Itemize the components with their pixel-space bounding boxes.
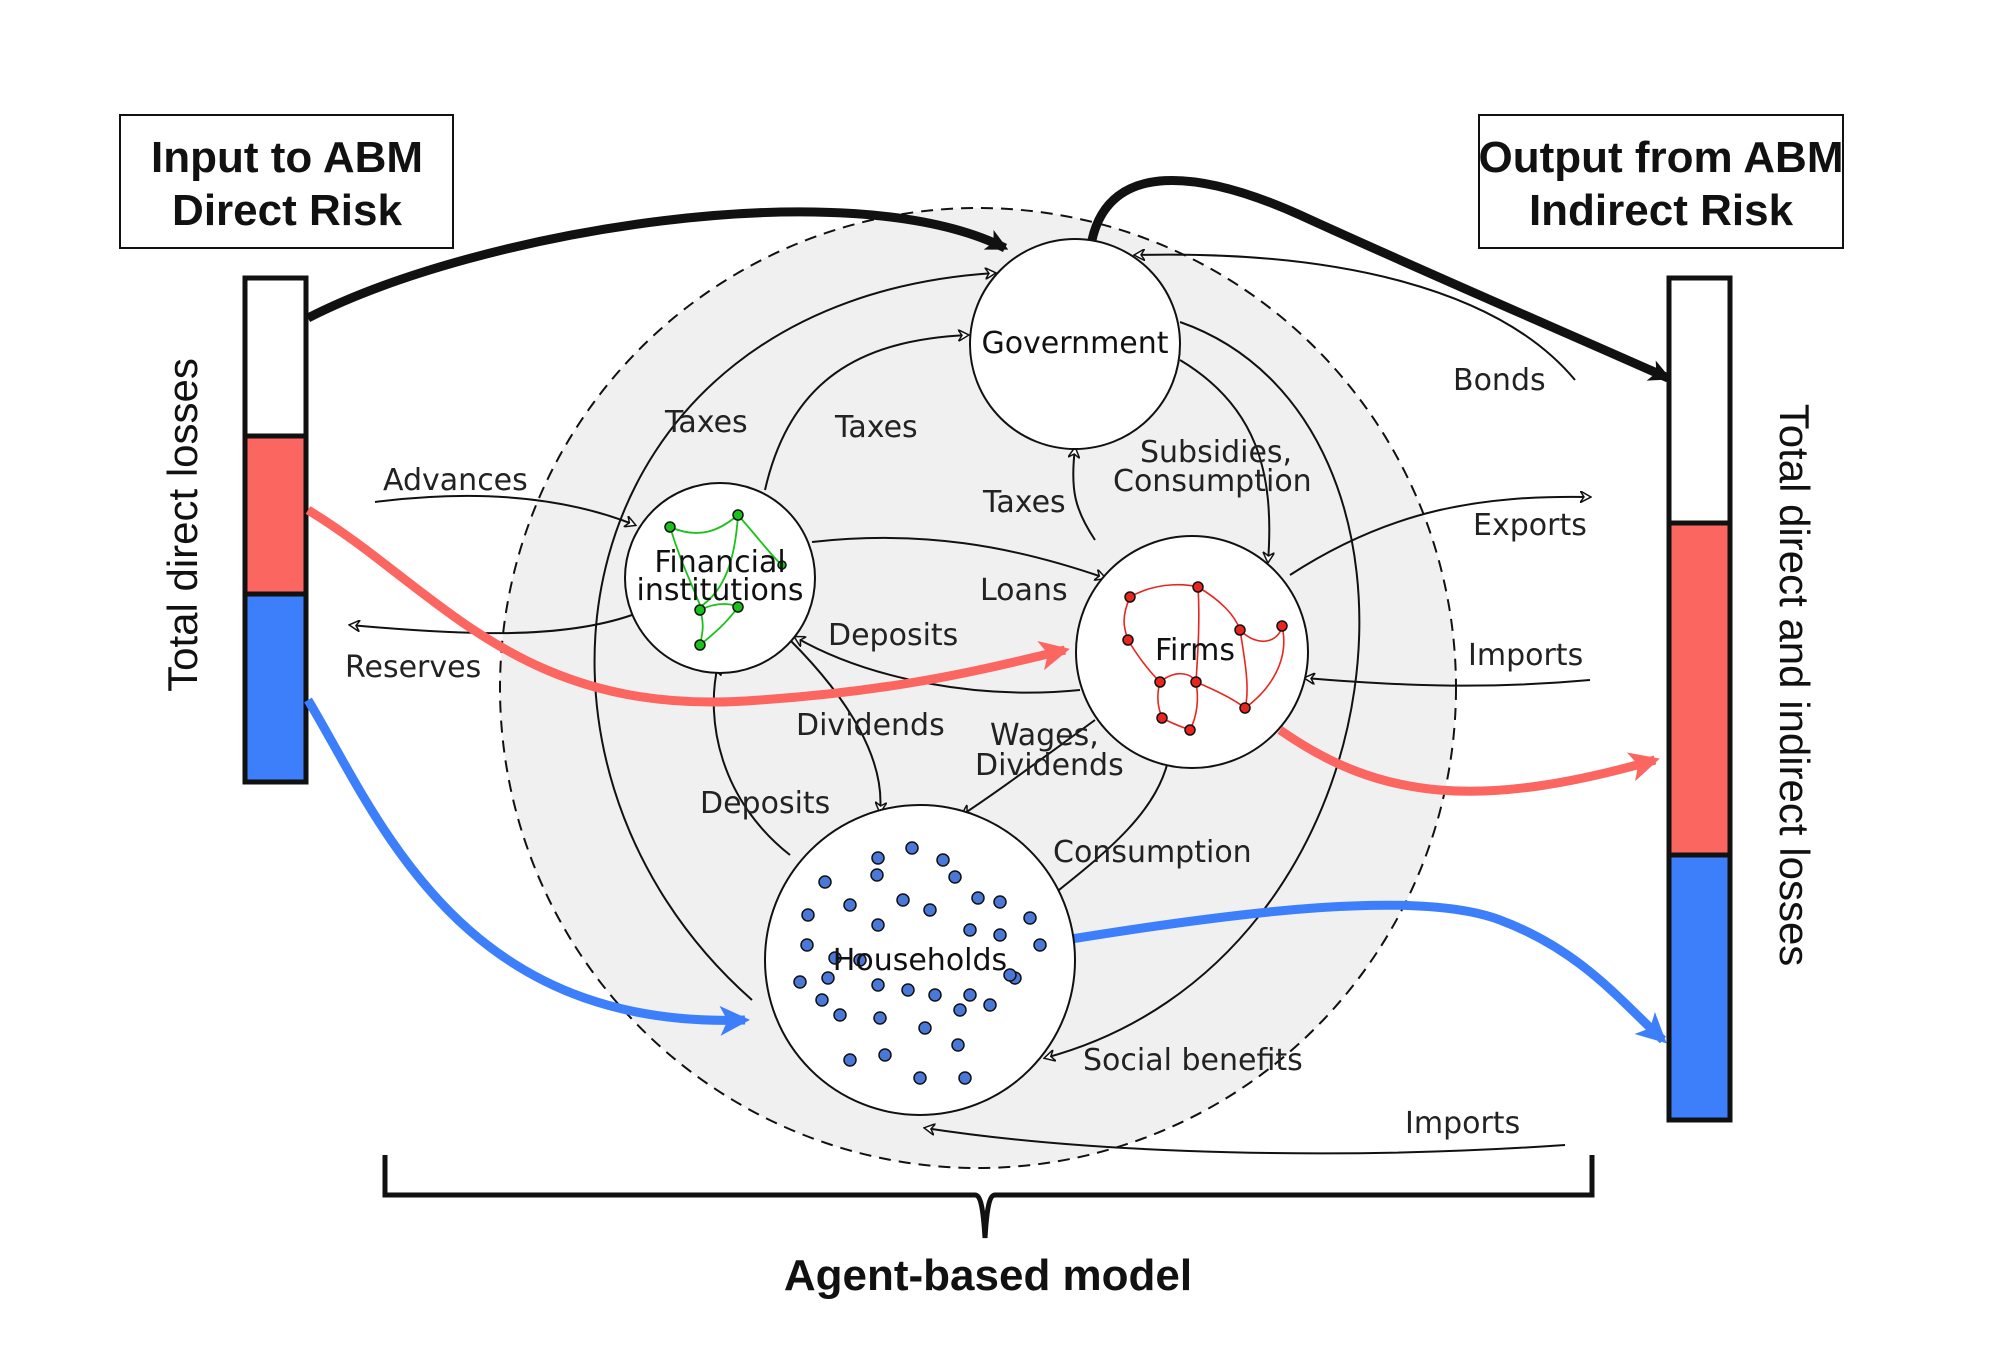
label-taxes-financial: Taxes (834, 410, 918, 445)
financial-label-line2: institutions (637, 573, 804, 608)
red-loss-flow-out (1277, 726, 1660, 796)
label-subsidies-line2: Consumption (1113, 464, 1312, 499)
firms-label: Firms (1155, 633, 1235, 668)
household-dot (913, 1071, 927, 1085)
abm-brace (382, 1155, 1595, 1239)
left-bar-label: Total direct losses (159, 358, 206, 692)
household-dot (870, 868, 884, 882)
household-dot (963, 923, 977, 937)
government-to-output-arrow (1087, 175, 1672, 383)
label-bonds: Bonds (1453, 363, 1546, 398)
label-subsidies-line1: Subsidies, (1140, 435, 1292, 470)
household-dot (843, 898, 857, 912)
household-dot (993, 928, 1007, 942)
household-dot (993, 895, 1007, 909)
output-box-line1: Output from ABM (1479, 133, 1844, 182)
household-dot (801, 908, 815, 922)
household-dot (815, 993, 829, 1007)
output-box: Output from ABM Indirect Risk (1478, 114, 1844, 249)
household-dot (918, 1021, 932, 1035)
label-social-benefits: Social benefits (1083, 1043, 1303, 1078)
abm-boundary (499, 207, 1457, 1169)
flow-labels: Taxes Taxes Taxes Subsidies, Consumption… (345, 363, 1587, 1141)
input-box-line1: Input to ABM (151, 133, 423, 182)
household-dot (958, 1071, 972, 1085)
household-dot (948, 870, 962, 884)
household-dot (853, 953, 867, 967)
household-dot (818, 875, 832, 889)
household-dot (928, 988, 942, 1002)
label-consumption: Consumption (1053, 835, 1252, 870)
household-dot (793, 975, 807, 989)
household-dot (843, 1053, 857, 1067)
financial-node: Financial institutions (624, 482, 816, 674)
households-node: Households (764, 804, 1076, 1116)
input-to-government-arrow (305, 207, 1009, 323)
label-advances: Advances (383, 463, 528, 498)
label-wages-line1: Wages, (990, 718, 1099, 753)
household-dot (833, 1008, 847, 1022)
household-dot (871, 918, 885, 932)
household-dot (828, 951, 842, 965)
red-loss-flow-in (305, 506, 1070, 707)
label-exports: Exports (1473, 508, 1587, 543)
label-taxes-firms: Taxes (982, 485, 1066, 520)
government-node: Government (969, 238, 1181, 450)
households-label: Households (833, 943, 1007, 978)
total-losses-bar (1666, 275, 1733, 1123)
household-dot (878, 1048, 892, 1062)
government-label: Government (981, 326, 1168, 361)
household-dot (896, 893, 910, 907)
input-box-line2: Direct Risk (172, 186, 402, 235)
label-reserves: Reserves (345, 650, 481, 685)
output-box-line2: Indirect Risk (1529, 186, 1794, 235)
label-imports-households: Imports (1405, 1106, 1520, 1141)
label-loans: Loans (980, 573, 1068, 608)
label-deposits-firms: Deposits (828, 618, 958, 653)
blue-loss-flow-out (1064, 900, 1667, 1044)
household-dot (871, 978, 885, 992)
household-dot (873, 1011, 887, 1025)
flow-arrows (350, 255, 1590, 1155)
label-imports-firms: Imports (1468, 638, 1583, 673)
label-taxes-outer: Taxes (664, 405, 748, 440)
household-dot (963, 988, 977, 1002)
firms-node: Firms (1075, 535, 1309, 769)
household-dot (923, 903, 937, 917)
household-dot (905, 841, 919, 855)
household-dot (1003, 968, 1017, 982)
household-dot (1033, 938, 1047, 952)
blue-loss-flow-in (304, 697, 750, 1036)
right-bar-label: Total direct and indirect losses (1771, 404, 1818, 967)
household-dot (871, 851, 885, 865)
household-dot (800, 938, 814, 952)
label-deposits-households: Deposits (700, 786, 830, 821)
household-dot (951, 1038, 965, 1052)
household-dot (821, 971, 835, 985)
household-dot (983, 998, 997, 1012)
household-dot (901, 983, 915, 997)
footer-label: Agent-based model (784, 1251, 1192, 1300)
direct-losses-bar (242, 275, 309, 785)
label-dividends: Dividends (796, 708, 945, 743)
input-box: Input to ABM Direct Risk (119, 114, 454, 249)
label-wages-line2: Dividends (975, 748, 1124, 783)
household-dot (953, 1003, 967, 1017)
household-dot (971, 891, 985, 905)
household-dot (936, 853, 950, 867)
household-dot (1023, 911, 1037, 925)
financial-label-line1: Financial (654, 545, 785, 580)
